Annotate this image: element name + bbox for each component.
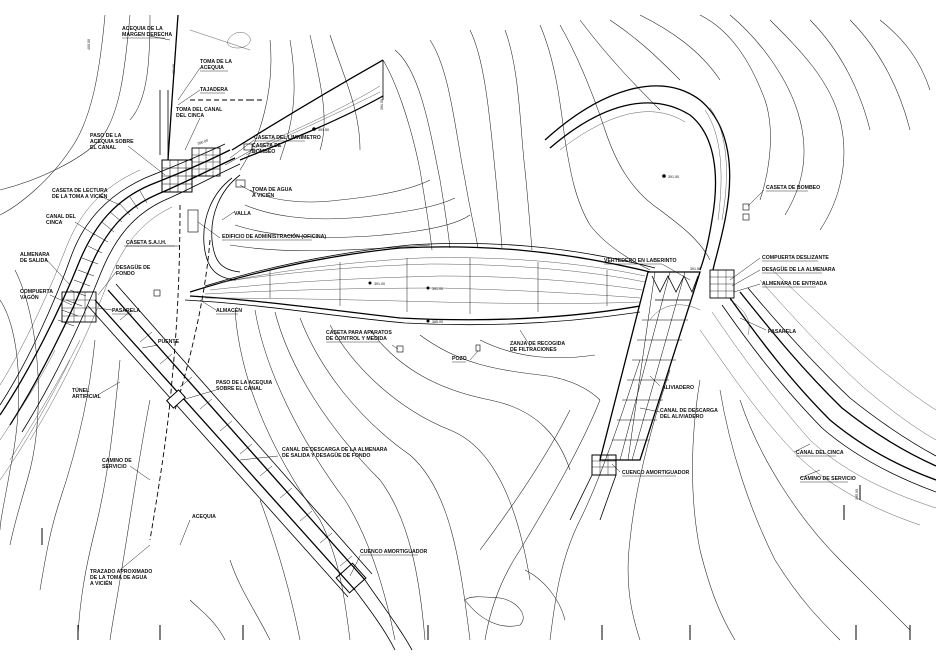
label-valla: VALLA — [234, 211, 251, 217]
small-structures — [153, 143, 750, 353]
elevation-numbers: 391.50 391.50 391.00 391.00 385.00 391.5… — [87, 39, 859, 500]
svg-text:391.50: 391.50 — [668, 175, 679, 179]
svg-text:391.00: 391.00 — [374, 282, 385, 286]
label-caseta-saih: CASETA S.A.I.H. — [126, 240, 167, 246]
label-caseta-bombeo-2: CASETA DE BOMBEO — [766, 185, 820, 191]
grid-ticks — [41, 485, 911, 640]
svg-text:385.00: 385.00 — [432, 320, 443, 324]
label-puente: PUENTE — [158, 339, 180, 345]
label-aliviadero: ALIVIADERO — [662, 385, 694, 391]
svg-text:391.50: 391.50 — [690, 267, 701, 271]
label-cuenco-1: CUENCO AMORTIGUADOR — [360, 549, 427, 555]
label-pasarela-1: PASARELA — [112, 308, 140, 314]
svg-text:400.00: 400.00 — [87, 39, 91, 50]
svg-text:395.00: 395.00 — [855, 489, 859, 500]
canal-del-cinca-right — [649, 267, 936, 526]
canal-del-cinca-left — [0, 143, 241, 481]
svg-text:390.00: 390.00 — [197, 138, 209, 146]
svg-text:391.00: 391.00 — [432, 287, 443, 291]
label-vertedero: VERTEDERO EN LABERINTO — [604, 258, 677, 264]
label-caseta-limnimetro: CASETA DEL LIMNIMETRO — [254, 135, 321, 141]
intake-structure — [159, 14, 251, 281]
label-cuenco-2: CUENCO AMORTIGUADOR — [622, 470, 689, 476]
spillway — [569, 269, 735, 521]
label-pasarela-2: PASARELA — [768, 329, 796, 335]
label-camino-servicio-2: CAMINO DE SERVICIO — [800, 476, 856, 482]
terrain-contours — [0, 14, 931, 641]
label-almacen: ALMACÉN — [216, 306, 242, 314]
discharge-canal — [61, 283, 413, 651]
label-pozo: POZO — [452, 356, 467, 362]
label-canal-cinca-right: CANAL DEL CINCA — [796, 450, 844, 456]
label-compuerta-deslizante: COMPUERTA DESLIZANTE — [762, 255, 829, 261]
label-tajadera: TAJADERA — [200, 87, 228, 93]
svg-text:391.50: 391.50 — [318, 128, 329, 132]
svg-text:391.50: 391.50 — [380, 99, 384, 110]
label-almenara-entrada: ALMENARA DE ENTRADA — [762, 281, 827, 287]
label-acequia: ACEQUIA — [192, 514, 216, 520]
svg-text:403.00: 403.00 — [172, 64, 176, 75]
label-underlines — [112, 37, 848, 556]
leader-lines — [44, 35, 821, 577]
label-edificio-admin: EDIFICIO DE ADMINISTRACIÓN (OFICINA) — [222, 232, 326, 240]
label-desague-almenara: DESAGÜE DE LA ALMENARA — [762, 266, 836, 273]
survey-markers — [312, 127, 666, 323]
